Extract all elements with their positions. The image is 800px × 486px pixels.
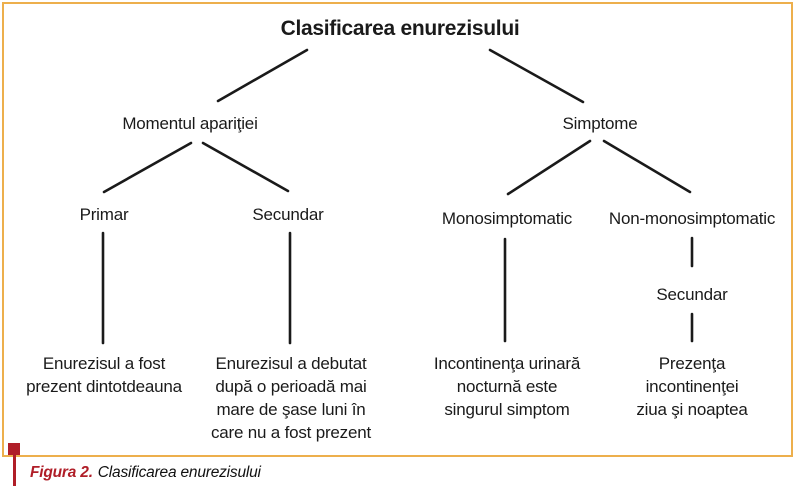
figure-caption-number: Figura 2.	[30, 464, 93, 481]
figure-caption-text: Clasificarea enurezisului	[97, 464, 261, 481]
node-secundar: Secundar	[252, 205, 324, 224]
node-simptome: Simptome	[562, 114, 638, 133]
caption-square-marker	[8, 443, 20, 455]
node-secundar-sub: Secundar	[656, 285, 728, 304]
node-monosimptomatic: Monosimptomatic	[441, 209, 573, 228]
node-primar: Primar	[79, 205, 129, 224]
figure-border	[2, 2, 793, 457]
node-momentul-aparitiei: Momentul apariţiei	[122, 114, 258, 133]
leaf-primar-description: Enurezisul a fost prezent dintotdeauna	[26, 354, 182, 396]
leaf-monosimptomatic-description: Incontinenţa urinară nocturnă este singu…	[433, 354, 581, 419]
leaf-secundar-description: Enurezisul a debutat după o perioadă mai…	[210, 354, 372, 442]
figure-caption: Figura 2.Clasificarea enurezisului	[30, 464, 261, 482]
diagram-title: Clasificarea enurezisului	[280, 17, 520, 40]
node-non-monosimptomatic: Non-monosimptomatic	[608, 209, 776, 228]
leaf-non-monosimptomatic-description: Prezenţa incontinenţei ziua şi noaptea	[636, 354, 748, 419]
caption-rule-line	[13, 455, 16, 486]
